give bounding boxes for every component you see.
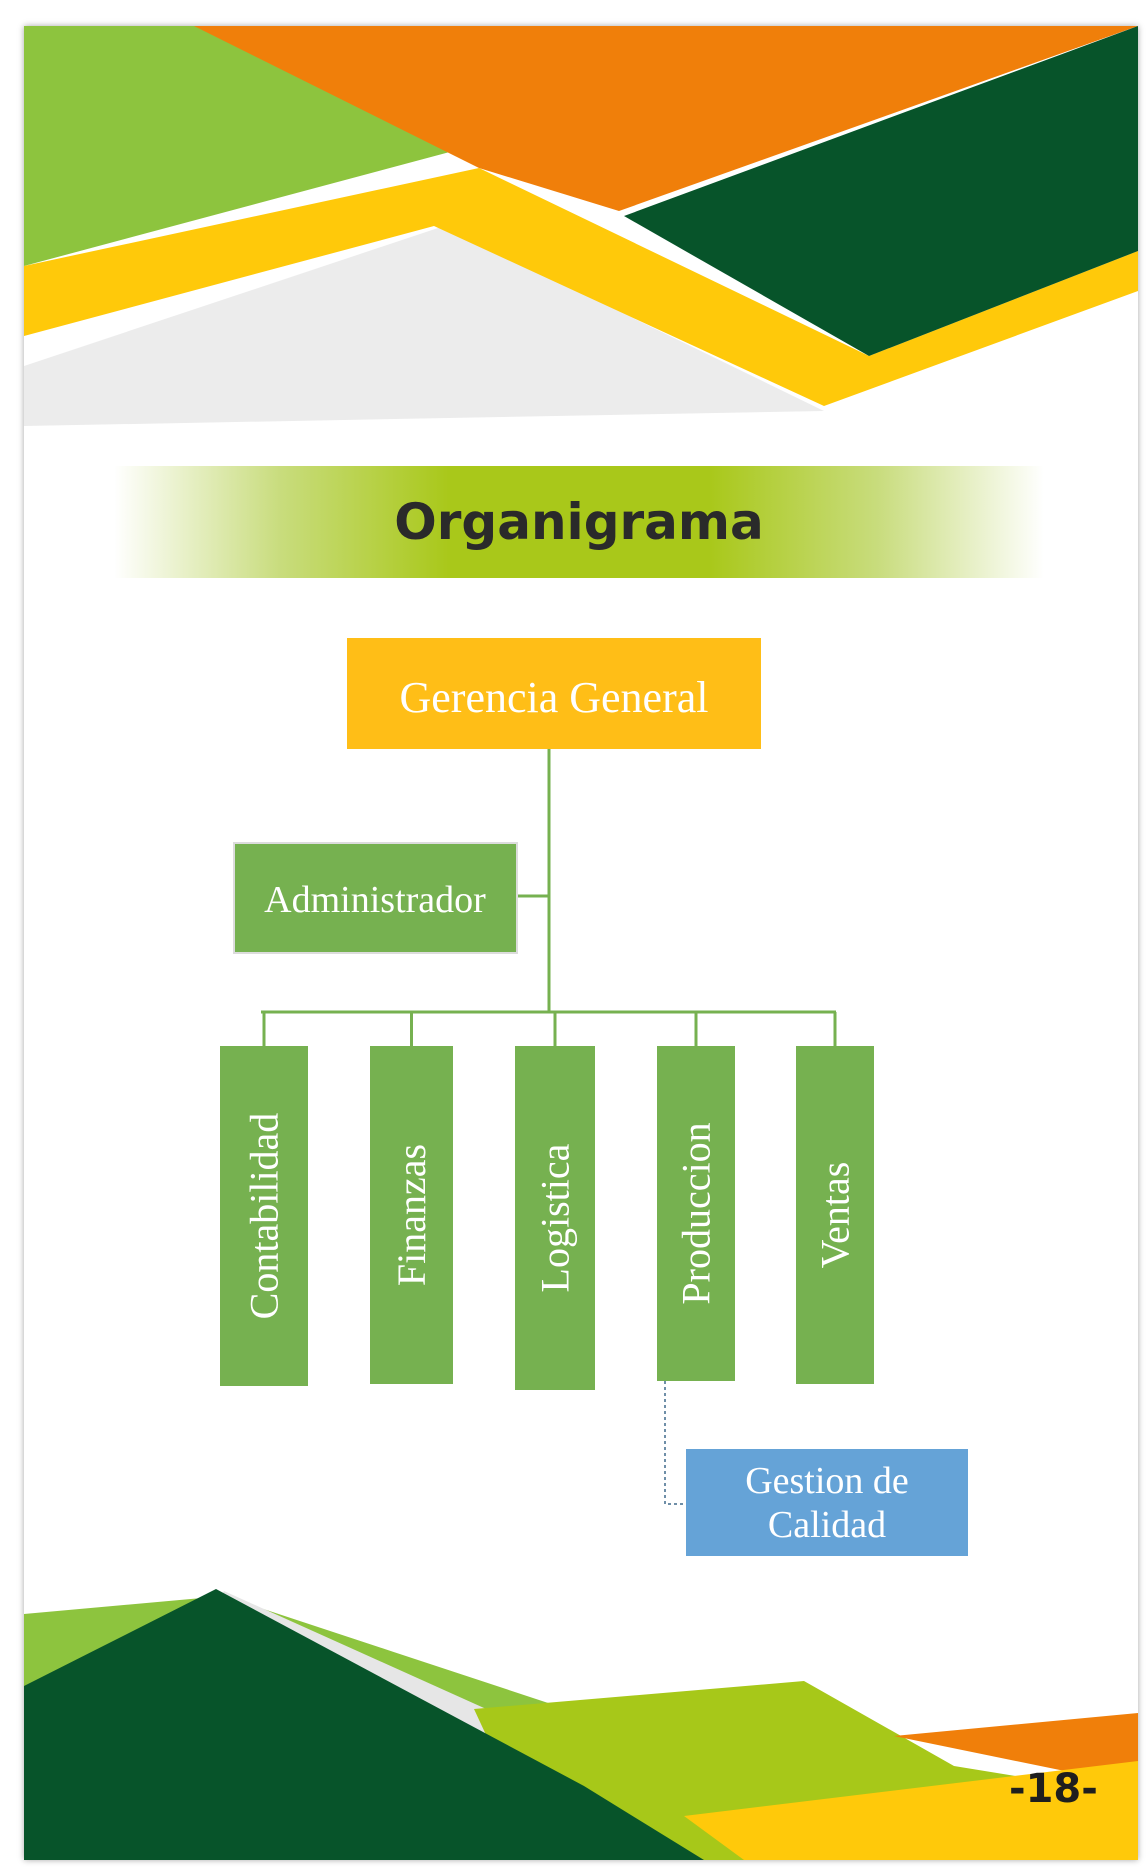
page-number: -18- [1009,1766,1098,1812]
dept-box-4 [657,1046,735,1381]
org-chart: Gerencia GeneralAdministradorContabilida… [220,638,968,1556]
dept-box-2 [370,1046,453,1384]
bottom-dark-green-shape [24,1589,704,1860]
sub-unit-box [686,1449,968,1556]
decorative-background [24,26,1138,1860]
dept-label-1: Contabilidad [242,1113,287,1320]
sub-unit-label-line-2: Calidad [768,1504,886,1546]
top-gray-shadow [24,226,824,426]
dept-label-3: Logistica [533,1143,578,1292]
bottom-orange-shape [894,1713,1138,1786]
assistant-box [233,842,518,954]
title-banner: Organigrama [114,466,1044,578]
top-orange-band [194,26,1138,211]
dept-box-1 [220,1046,308,1386]
page-number-tab [984,1776,1114,1852]
dept-label-4: Produccion [674,1122,719,1304]
dept-label-5: Ventas [813,1162,858,1269]
dept-box-5 [796,1046,874,1384]
sub-unit-label-line-1: Gestion de [745,1460,909,1502]
root-box [347,638,761,749]
page-title: Organigrama [394,493,764,551]
dept-box-3 [515,1046,595,1390]
top-dark-green-shape [624,26,1138,356]
assistant-label: Administrador [264,879,486,921]
connector-sub-unit [664,1381,686,1505]
dept-label-2: Finanzas [389,1144,434,1286]
root-label: Gerencia General [399,673,708,722]
top-yellow-band [24,168,1138,406]
